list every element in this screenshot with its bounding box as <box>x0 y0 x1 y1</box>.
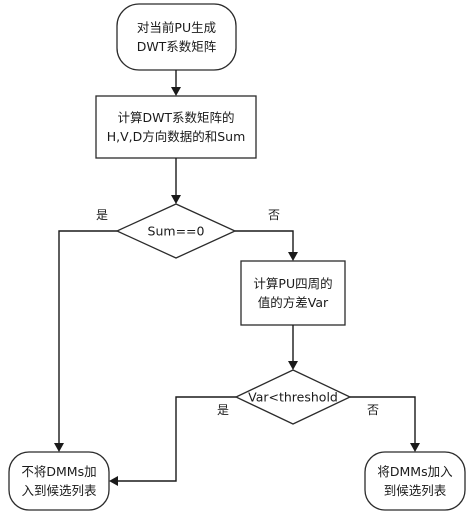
node-decision-var: Var<threshold <box>234 369 352 425</box>
node-start-line-2: DWT系数矩阵 <box>137 39 217 54</box>
edge-label-sum-no: 否 <box>268 208 280 222</box>
node-start: 对当前PU生成 DWT系数矩阵 <box>116 3 237 71</box>
node-end-not-add: 不将DMMs加 入到候选列表 <box>8 451 110 511</box>
node-end-not-add-line-1: 不将DMMs加 <box>21 464 96 479</box>
node-compute-var-line-1: 计算PU四周的 <box>253 276 332 291</box>
node-compute-sum-line-2: H,V,D方向数据的和Sum <box>107 129 246 144</box>
node-compute-sum-line-1: 计算DWT系数矩阵的 <box>117 110 234 125</box>
node-end-add: 将DMMs加入 到候选列表 <box>364 451 466 511</box>
node-end-not-add-line-2: 入到候选列表 <box>21 483 97 498</box>
edge-decision-sum-no <box>235 230 298 261</box>
edge-decision-var-yes <box>109 396 236 486</box>
edge-label-sum-yes: 是 <box>96 208 108 222</box>
edge-start-to-sum <box>171 70 181 96</box>
node-compute-sum: 计算DWT系数矩阵的 H,V,D方向数据的和Sum <box>95 95 257 159</box>
edge-decision-var-no <box>350 396 420 452</box>
edge-sum-to-decision <box>171 158 181 204</box>
edge-decision-sum-yes <box>54 230 117 452</box>
edge-label-var-no: 否 <box>367 403 379 417</box>
edge-label-var-yes: 是 <box>217 403 229 417</box>
node-decision-var-text: Var<threshold <box>248 390 338 405</box>
node-compute-var: 计算PU四周的 值的方差Var <box>240 260 346 326</box>
node-start-line-1: 对当前PU生成 <box>137 20 216 35</box>
edge-var-to-decision <box>288 325 298 370</box>
node-end-add-line-2: 到候选列表 <box>384 483 447 498</box>
node-end-add-line-1: 将DMMs加入 <box>377 464 453 479</box>
node-compute-var-line-2: 值的方差Var <box>258 295 329 310</box>
node-decision-sum-text: Sum==0 <box>148 224 205 239</box>
node-decision-sum: Sum==0 <box>115 203 237 259</box>
